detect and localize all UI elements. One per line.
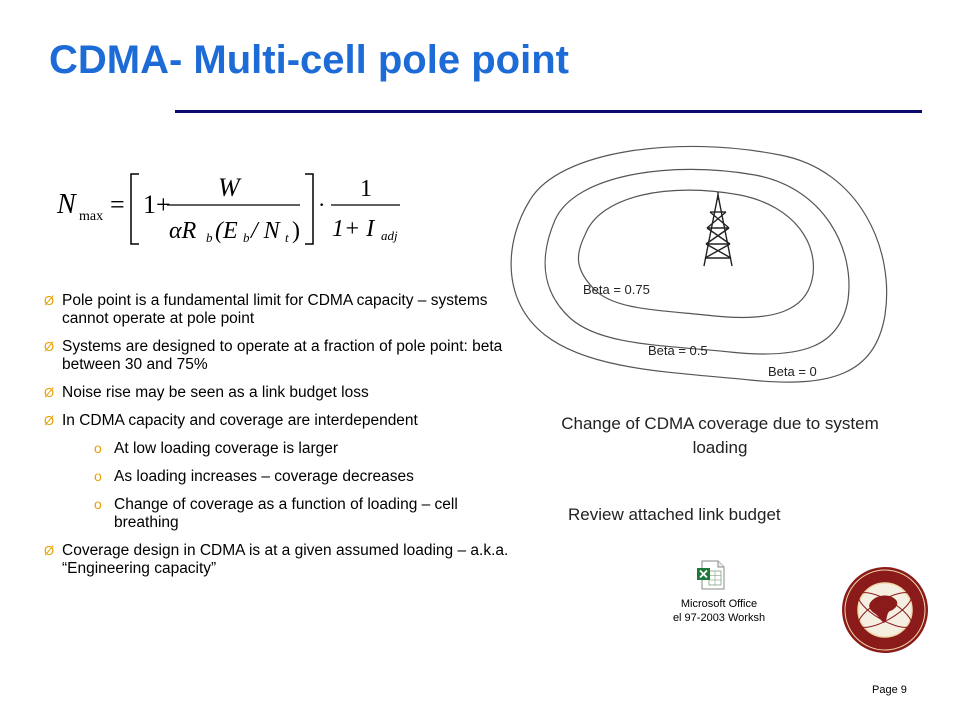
bullet-item: Ø Noise rise may be seen as a link budge…: [44, 384, 514, 402]
bullet-text: Noise rise may be seen as a link budget …: [62, 384, 369, 401]
formula-one-plus: 1+: [143, 190, 171, 219]
arrow-bullet-icon: Ø: [44, 543, 55, 558]
circle-bullet-icon: o: [94, 468, 102, 484]
formula-num-1: 1: [360, 176, 372, 202]
formula-den-nt: / N: [249, 218, 282, 244]
review-link-budget-text: Review attached link budget: [568, 505, 781, 524]
arrow-bullet-icon: Ø: [44, 385, 55, 400]
bullet-text: Coverage design in CDMA is at a given as…: [62, 542, 509, 577]
contour-beta-0: [510, 145, 888, 383]
circle-bullet-icon: o: [94, 440, 102, 456]
sub-bullet-item: o At low loading coverage is larger: [44, 440, 514, 458]
sub-bullet-text: Change of coverage as a function of load…: [114, 496, 458, 531]
formula-den-eb: (E: [215, 218, 238, 244]
diagram-caption: Change of CDMA coverage due to system lo…: [561, 414, 879, 457]
bullet-item: Ø Coverage design in CDMA is at a given …: [44, 542, 514, 578]
sub-bullet-item: o Change of coverage as a function of lo…: [44, 496, 514, 532]
label-beta-0-75: Beta = 0.75: [583, 282, 650, 297]
sub-bullet-text: As loading increases – coverage decrease…: [114, 468, 414, 485]
bracket-right: [305, 173, 314, 245]
bullet-text: Systems are designed to operate at a fra…: [62, 338, 503, 373]
formula-den2-sub: adj: [381, 228, 398, 243]
formula-den2: 1+ I: [332, 216, 375, 242]
formula-lhs-sub: max: [79, 209, 103, 224]
formula-den-alpha: αR: [169, 218, 197, 244]
bracket-left: [130, 173, 139, 245]
university-seal-icon: [842, 567, 928, 653]
formula-den-nt-sub: t: [285, 230, 289, 245]
formula-equals: =: [110, 190, 125, 219]
cell-tower-icon: [703, 192, 733, 267]
label-beta-0-5: Beta = 0.5: [648, 343, 708, 358]
circle-bullet-icon: o: [94, 496, 102, 512]
formula-den-close: ): [292, 218, 300, 244]
bullet-item: Ø Systems are designed to operate at a f…: [44, 338, 514, 374]
arrow-bullet-icon: Ø: [44, 413, 55, 428]
bullet-item: Ø Pole point is a fundamental limit for …: [44, 292, 514, 328]
attachment-line-2: el 97-2003 Worksh: [672, 612, 766, 624]
sub-bullet-text: At low loading coverage is larger: [114, 440, 339, 457]
contour-beta-0-5: [544, 168, 850, 355]
pole-point-formula: N max = 1+ W αR b (E b / N t ) · 1 1+ I …: [56, 173, 400, 245]
page-number: Page 9: [872, 684, 907, 696]
contour-beta-0-75: [577, 189, 814, 319]
coverage-diagram: Beta = 0.75 Beta = 0.5 Beta = 0: [510, 145, 888, 383]
bullet-list: Ø Pole point is a fundamental limit for …: [44, 292, 514, 588]
bullet-text: Pole point is a fundamental limit for CD…: [62, 292, 488, 327]
arrow-bullet-icon: Ø: [44, 293, 55, 308]
formula-dot: ·: [318, 192, 325, 217]
excel-icon[interactable]: [696, 560, 726, 590]
label-beta-0: Beta = 0: [768, 364, 817, 379]
attachment-line-1: Microsoft Office: [680, 598, 758, 610]
formula-den-b: b: [206, 230, 213, 245]
bullet-item: Ø In CDMA capacity and coverage are inte…: [44, 412, 514, 430]
slide-title: CDMA- Multi-cell pole point: [49, 38, 569, 82]
bullet-text: In CDMA capacity and coverage are interd…: [62, 412, 418, 429]
formula-den-eb-sub: b: [243, 230, 250, 245]
sub-bullet-item: o As loading increases – coverage decrea…: [44, 468, 514, 486]
formula-lhs: N: [56, 189, 77, 220]
attachment-label[interactable]: Microsoft Office el 97-2003 Worksh: [664, 597, 774, 625]
formula-numerator-w: W: [218, 173, 242, 202]
arrow-bullet-icon: Ø: [44, 339, 55, 354]
title-underline: [175, 110, 922, 113]
